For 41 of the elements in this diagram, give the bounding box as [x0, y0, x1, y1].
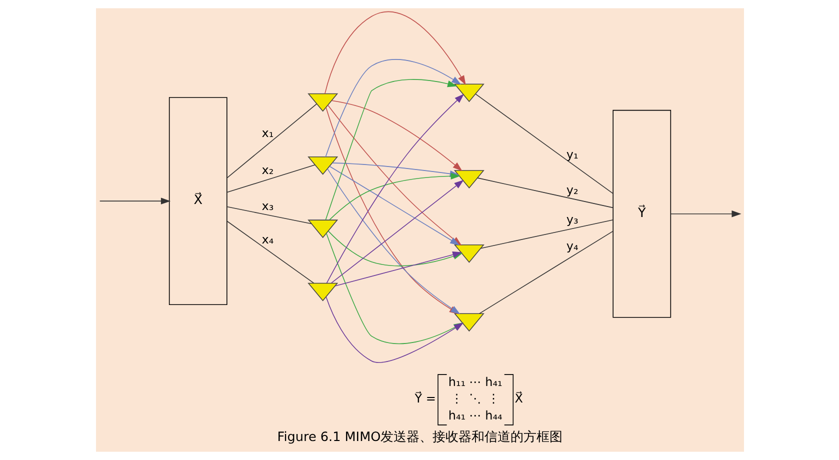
edge-label: x₄ — [261, 232, 274, 246]
node-box: Y⃗ — [612, 110, 671, 318]
label: ⋯ — [468, 374, 481, 389]
node-triangle — [307, 156, 338, 175]
edge-label: y₁ — [566, 148, 578, 162]
label: ⋱ — [468, 392, 481, 406]
connector — [474, 94, 613, 194]
edge-label: x₂ — [261, 162, 274, 177]
connector — [480, 219, 613, 249]
label: h₄₄ — [484, 408, 502, 422]
edge-label: y₂ — [566, 182, 578, 197]
caption: Figure 6.1 MIMO发送器、接收器和信道的方框图 — [276, 430, 562, 446]
arrow — [324, 59, 461, 158]
connector — [226, 206, 312, 224]
connector — [476, 178, 613, 208]
label: X⃗ — [514, 392, 522, 406]
connector — [226, 164, 315, 193]
label: ⋯ — [468, 408, 481, 422]
node-box: X⃗ — [168, 97, 227, 305]
label: h₄₁ — [448, 408, 466, 422]
edge-label: y₄ — [566, 238, 578, 253]
label: ⋮ — [450, 392, 462, 406]
connector — [226, 220, 314, 284]
node-triangle — [307, 220, 338, 238]
connector — [478, 230, 613, 314]
edge-label: x₁ — [261, 126, 274, 140]
node-triangle — [307, 282, 338, 302]
arrow — [324, 11, 466, 94]
label: h₁₁ — [448, 374, 466, 389]
label: Y⃗ = — [414, 392, 436, 406]
arrow — [98, 198, 170, 204]
label: ⋮ — [487, 392, 500, 406]
edge-label: x₃ — [261, 198, 274, 213]
arrow — [324, 79, 457, 220]
arrow — [328, 172, 460, 220]
connector — [226, 104, 317, 178]
edge-label: y₃ — [566, 212, 578, 226]
node-triangle — [307, 93, 338, 112]
label: h₄₁ — [484, 374, 502, 389]
arrow — [330, 100, 462, 172]
arrow — [670, 210, 741, 218]
